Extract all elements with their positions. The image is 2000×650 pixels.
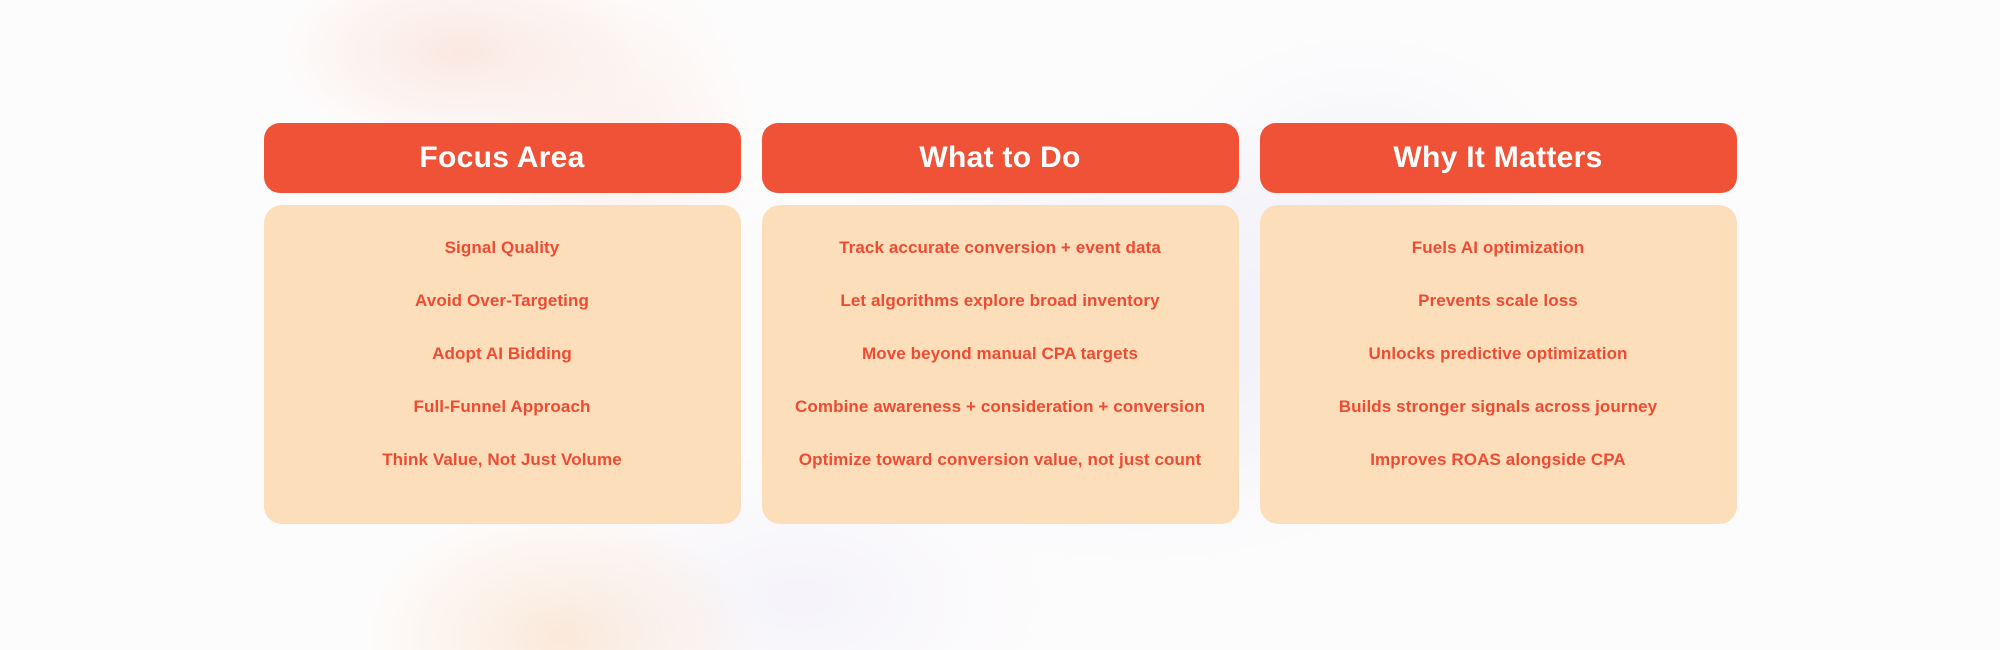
- table-cell: Full-Funnel Approach: [413, 396, 591, 416]
- column-card-why-it-matters: Fuels AI optimization Prevents scale los…: [1259, 205, 1737, 524]
- table-cell: Optimize toward conversion value, not ju…: [798, 449, 1202, 469]
- table-cell: Fuels AI optimization: [1411, 237, 1585, 257]
- comparison-table: Focus Area Signal Quality Avoid Over-Tar…: [263, 123, 1737, 524]
- column-header-focus-area: Focus Area: [263, 123, 741, 193]
- table-cell: Think Value, Not Just Volume: [382, 449, 622, 469]
- table-cell: Let algorithms explore broad inventory: [840, 290, 1160, 310]
- table-cell: Adopt AI Bidding: [432, 343, 572, 363]
- table-cell: Avoid Over-Targeting: [415, 290, 589, 310]
- column-focus-area: Focus Area Signal Quality Avoid Over-Tar…: [263, 123, 741, 524]
- column-header-what-to-do: What to Do: [761, 123, 1239, 193]
- column-card-focus-area: Signal Quality Avoid Over-Targeting Adop…: [263, 205, 741, 524]
- column-why-it-matters: Why It Matters Fuels AI optimization Pre…: [1259, 123, 1737, 524]
- table-cell: Move beyond manual CPA targets: [862, 343, 1138, 363]
- column-card-what-to-do: Track accurate conversion + event data L…: [761, 205, 1239, 524]
- table-cell: Builds stronger signals across journey: [1338, 396, 1658, 416]
- column-header-why-it-matters: Why It Matters: [1259, 123, 1737, 193]
- column-what-to-do: What to Do Track accurate conversion + e…: [761, 123, 1239, 524]
- table-cell: Signal Quality: [444, 237, 560, 257]
- table-cell: Prevents scale loss: [1418, 290, 1578, 310]
- table-cell: Unlocks predictive optimization: [1368, 343, 1628, 363]
- table-cell: Combine awareness + consideration + conv…: [795, 396, 1205, 416]
- table-cell: Track accurate conversion + event data: [839, 237, 1161, 257]
- table-cell: Improves ROAS alongside CPA: [1370, 449, 1626, 469]
